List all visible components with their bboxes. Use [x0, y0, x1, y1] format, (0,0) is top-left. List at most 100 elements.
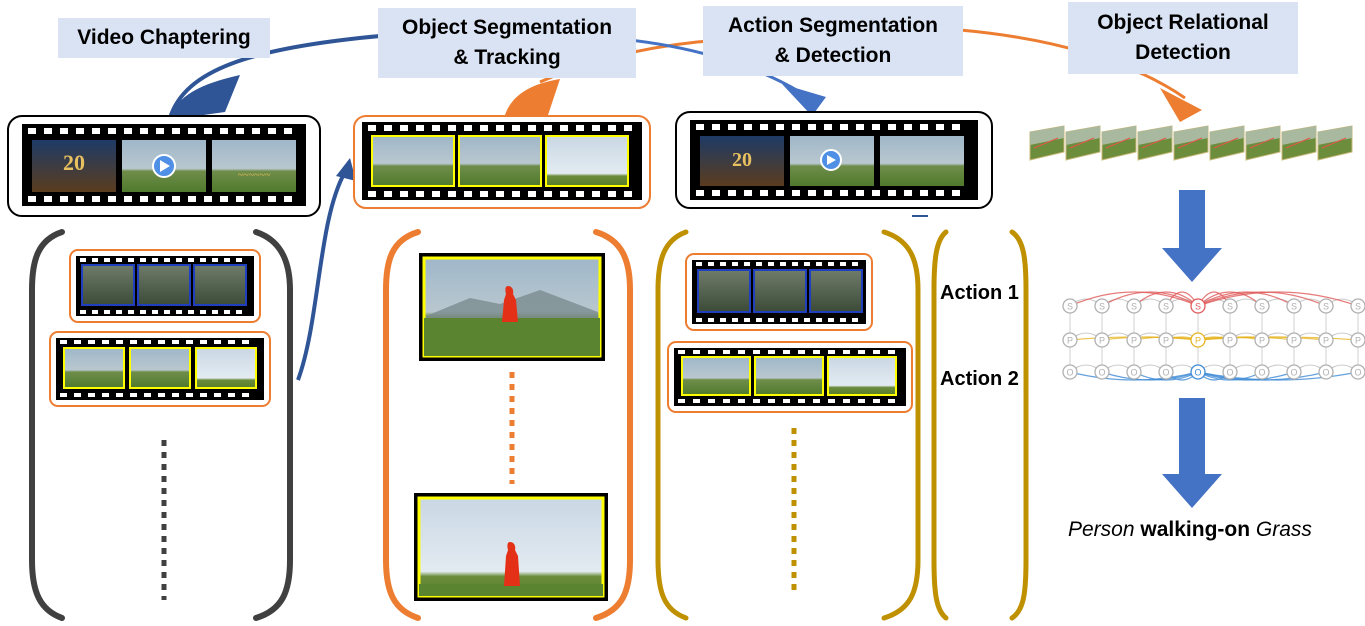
- graph-node: S: [1190, 298, 1206, 314]
- action-strip-meadow: [667, 341, 913, 413]
- graph-node: S: [1350, 298, 1365, 314]
- graph-node-label: P: [1355, 336, 1361, 346]
- action-labels-bracket: [931, 229, 1029, 621]
- graph-node: O: [1094, 364, 1110, 380]
- relational-frame: [1209, 125, 1245, 161]
- graph-node: O: [1062, 364, 1078, 380]
- graph-node: P: [1286, 332, 1302, 348]
- graph-node: O: [1254, 364, 1270, 380]
- segmented-person-2: [504, 542, 520, 586]
- graph-node-label: P: [1195, 336, 1201, 346]
- graph-node-label: S: [1323, 302, 1329, 312]
- graph-node: P: [1158, 332, 1174, 348]
- graph-node: O: [1222, 364, 1238, 380]
- graph-node: P: [1190, 332, 1206, 348]
- segmented-person: [502, 286, 518, 322]
- output-object: Grass: [1255, 518, 1312, 541]
- segmentation-frame-bottom: [414, 493, 608, 601]
- segmentation-bracket: [383, 229, 633, 621]
- action-segmentation-label: Action Segmentation & Detection: [703, 6, 963, 76]
- relational-frame: [1065, 125, 1101, 161]
- chaptering-flow-arrow: [168, 34, 381, 119]
- relational-down-arrow-2: [1162, 398, 1222, 508]
- graph-node: S: [1286, 298, 1302, 314]
- graph-node: O: [1350, 364, 1365, 380]
- action-strip-forest: [685, 253, 873, 331]
- graph-node: O: [1190, 364, 1206, 380]
- graph-node: S: [1318, 298, 1334, 314]
- chapter-to-segmentation-arrowhead: [336, 158, 356, 181]
- graph-node-label: S: [1195, 302, 1201, 312]
- graph-edges: [1069, 291, 1359, 381]
- chaptering-bracket: [29, 229, 293, 621]
- relational-frame: [1101, 125, 1137, 161]
- relational-frame: [1137, 125, 1173, 161]
- graph-node: P: [1222, 332, 1238, 348]
- graph-node-label: P: [1259, 336, 1265, 346]
- graph-node-label: O: [1290, 368, 1297, 378]
- graph-node: P: [1254, 332, 1270, 348]
- relational-frame: [1281, 125, 1317, 161]
- graph-node: O: [1126, 364, 1142, 380]
- graph-node-label: P: [1291, 336, 1297, 346]
- relational-frame: [1173, 125, 1209, 161]
- graph-node-label: O: [1322, 368, 1329, 378]
- object-relational-label: Object Relational Detection: [1068, 2, 1298, 74]
- object-relational-line2: Detection: [1135, 41, 1231, 64]
- action-2-label: Action 2: [940, 368, 1019, 390]
- fox-logo-frame: [32, 140, 116, 192]
- graph-node-label: O: [1258, 368, 1265, 378]
- relational-down-arrow-1: [1162, 190, 1222, 282]
- relational-frame: [1245, 125, 1281, 161]
- graph-node-label: P: [1227, 336, 1233, 346]
- action-segmentation-line2: & Detection: [774, 44, 892, 67]
- svg-text:~~~~~~: ~~~~~~: [238, 170, 271, 181]
- graph-node-label: S: [1067, 302, 1073, 312]
- graph-node-label: P: [1163, 336, 1169, 346]
- tracking-to-action-arrowhead: [782, 84, 826, 116]
- svg-text:20: 20: [732, 149, 752, 171]
- segmentation-flow-arrow-base: [505, 79, 560, 115]
- object-segmentation-line2: & Tracking: [453, 46, 561, 69]
- graph-node: S: [1062, 298, 1078, 314]
- graph-node: S: [1126, 298, 1142, 314]
- output-predicate: walking-on: [1140, 518, 1251, 541]
- action-to-relational-arrowhead: [1160, 88, 1202, 122]
- object-segmentation-label: Object Segmentation & Tracking: [378, 8, 636, 78]
- chapter-strip-forest: [69, 249, 261, 323]
- graph-node-label: S: [1259, 302, 1265, 312]
- action-segmentation-line1: Action Segmentation: [727, 14, 938, 37]
- graph-node: O: [1286, 364, 1302, 380]
- segmentation-frame-top: [419, 253, 605, 361]
- graph-node-label: S: [1163, 302, 1169, 312]
- graph-node-label: P: [1067, 336, 1073, 346]
- graph-node: P: [1318, 332, 1334, 348]
- graph-node: S: [1254, 298, 1270, 314]
- graph-node-label: S: [1131, 302, 1137, 312]
- graph-node: P: [1062, 332, 1078, 348]
- graph-node-label: S: [1355, 302, 1361, 312]
- chaptering-filmstrip: 20 ~~~~~~: [7, 115, 321, 217]
- graph-node-label: P: [1323, 336, 1329, 346]
- svg-text:20: 20: [63, 150, 85, 175]
- relational-frame: [1317, 125, 1353, 161]
- graph-node-label: S: [1227, 302, 1233, 312]
- graph-node: S: [1094, 298, 1110, 314]
- graph-node-label: P: [1131, 336, 1137, 346]
- segmentation-filmstrip: [353, 115, 651, 209]
- relation-output: Person walking-on Grass: [1068, 518, 1312, 542]
- object-segmentation-line1: Object Segmentation: [401, 16, 613, 39]
- chapter-strip-meadow: [49, 331, 271, 407]
- action-1-label: Action 1: [940, 282, 1019, 304]
- relational-frames: [1029, 125, 1353, 161]
- graph-node-label: O: [1066, 368, 1073, 378]
- graph-node-label: O: [1098, 368, 1105, 378]
- object-relational-line1: Object Relational: [1097, 11, 1269, 34]
- action-filmstrip: 20: [675, 111, 993, 217]
- graph-node: P: [1126, 332, 1142, 348]
- graph-node: O: [1158, 364, 1174, 380]
- graph-node-label: S: [1099, 302, 1105, 312]
- graph-node-label: S: [1291, 302, 1297, 312]
- graph-node-label: O: [1130, 368, 1137, 378]
